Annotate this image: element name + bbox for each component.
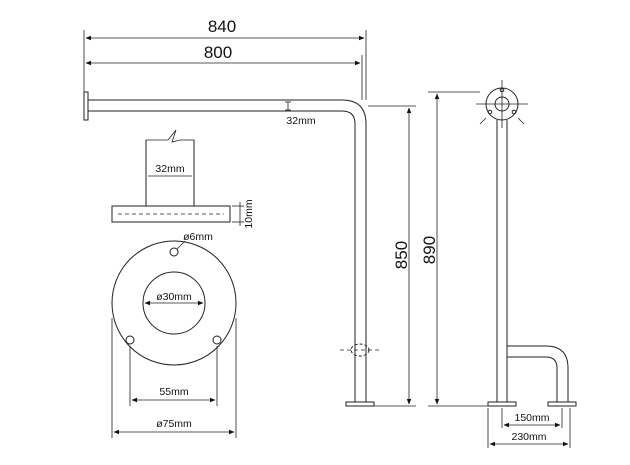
inner-bore-label: ø30mm bbox=[156, 291, 192, 303]
foot-outer-width-dimension: 230mm bbox=[487, 408, 571, 448]
arm-length-dimension: 800 bbox=[85, 43, 363, 100]
flange-tube-diameter-label: 32mm bbox=[155, 163, 184, 175]
flange-diameter-label: ø75mm bbox=[156, 418, 192, 430]
hole-spacing-label: 55mm bbox=[159, 386, 188, 398]
height-outer-dimension: 890 bbox=[420, 91, 490, 407]
height-outer-label: 890 bbox=[420, 236, 439, 264]
tube-diameter-label: 32mm bbox=[286, 115, 315, 127]
foot-inner-width-dimension: 150mm bbox=[501, 408, 563, 428]
flange-thickness-label: 10mm bbox=[243, 199, 255, 228]
flange-diameter-dimension: ø75mm bbox=[111, 318, 237, 438]
flange-section-view: 32mm 10mm bbox=[111, 129, 255, 229]
overall-length-dimension: 840 bbox=[83, 17, 367, 118]
hole-spacing-dimension: 55mm bbox=[129, 346, 218, 406]
foot-outer-width-label: 230mm bbox=[511, 431, 546, 443]
rail-side-view: 32mm bbox=[83, 91, 380, 407]
arm-length-label: 800 bbox=[204, 43, 232, 62]
foot-inner-width-label: 150mm bbox=[514, 412, 549, 424]
rail-front-view bbox=[476, 80, 577, 407]
screw-hole-label: ø6mm bbox=[183, 231, 213, 243]
flange-plan-view: ø6mm ø30mm bbox=[111, 231, 237, 366]
overall-length-label: 840 bbox=[208, 17, 236, 36]
height-inner-dimension: 850 bbox=[368, 105, 416, 407]
height-inner-label: 850 bbox=[392, 241, 411, 269]
